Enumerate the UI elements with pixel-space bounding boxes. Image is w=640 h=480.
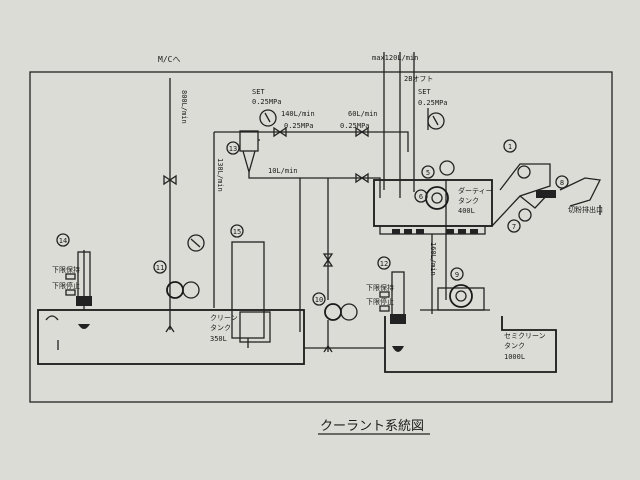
marker-9 xyxy=(450,267,464,281)
flow-130-label: 130L/min xyxy=(216,158,224,192)
semi-tank-label-3: 1000L xyxy=(504,353,525,361)
valve-140 xyxy=(273,126,287,138)
flow-140-label: 140L/min xyxy=(281,110,315,118)
flow-60-label: 60L/min xyxy=(348,110,378,118)
marker-13 xyxy=(226,141,240,155)
set-right-pressure: 0.25MPa xyxy=(418,99,448,107)
clean-tank-label-3: 350L xyxy=(210,335,227,343)
semi-clean-tank xyxy=(384,316,557,373)
clean-tank-label-2: タンク xyxy=(210,323,231,332)
dirty-tank-label-2: タンク xyxy=(458,196,479,205)
motor-10 xyxy=(340,303,358,321)
mc-label: M/Cへ xyxy=(158,55,180,64)
gauge-set-left xyxy=(259,109,277,127)
marker-9-label: 9 xyxy=(455,271,459,279)
flow-800-label: 800L/min xyxy=(180,90,188,124)
marker-10 xyxy=(312,292,326,306)
marker-6-label: 6 xyxy=(419,193,423,201)
motor-5 xyxy=(439,160,455,176)
semi-tank-label-2: タンク xyxy=(504,341,525,350)
valve-left xyxy=(163,174,177,186)
flow-160-label: 160L/min xyxy=(429,242,437,276)
marker-5-label: 5 xyxy=(426,169,430,177)
marker-7-label: 7 xyxy=(512,223,516,231)
valve-10 xyxy=(355,172,369,184)
marker-1-label: 1 xyxy=(508,143,512,151)
marker-1 xyxy=(503,139,517,153)
pressure-140-label: 0.25MPa xyxy=(284,122,314,130)
valve-pump10 xyxy=(322,253,334,267)
pressure-60-label: 0.25MPa xyxy=(340,122,370,130)
level-switch-right xyxy=(391,271,405,319)
set-right-label: SET xyxy=(418,88,431,96)
pump-5 xyxy=(425,186,449,210)
chip-outlet-label: 切粉排出口 xyxy=(568,205,603,214)
marker-8-label: 8 xyxy=(560,179,564,187)
max120-label: max120L/min xyxy=(372,54,418,62)
motor-11 xyxy=(182,281,200,299)
marker-8 xyxy=(555,175,569,189)
clean-tank-label-1: クリーン xyxy=(210,314,238,322)
chip-conveyor xyxy=(491,163,551,227)
marker-11-label: 11 xyxy=(156,264,164,272)
cyclone-filter xyxy=(239,130,259,152)
outer-frame xyxy=(29,71,613,403)
clean-tank xyxy=(37,309,305,365)
marker-15-label: 15 xyxy=(233,228,241,236)
marker-10-label: 10 xyxy=(315,296,323,304)
dirty-tank-label-3: 400L xyxy=(458,207,475,215)
set-left-pressure: 0.25MPa xyxy=(252,98,282,106)
semi-tank-label-1: セミクリーン xyxy=(504,332,546,340)
gauge-set-right xyxy=(427,112,445,130)
diagram-title: クーラント系統図 xyxy=(320,419,424,434)
lower-hold-right-label: 下限保持 xyxy=(366,283,394,292)
set-left-label: SET xyxy=(252,88,265,96)
marker-5 xyxy=(421,165,435,179)
marker-12-label: 12 xyxy=(380,260,388,268)
marker-14 xyxy=(56,233,70,247)
marker-12 xyxy=(377,256,391,270)
marker-11 xyxy=(153,260,167,274)
tank-15 xyxy=(231,241,265,339)
lower-limit-left-label: 下限停止 xyxy=(52,281,80,290)
marker-14-label: 14 xyxy=(59,237,67,245)
marker-7 xyxy=(507,219,521,233)
float-right xyxy=(392,346,404,352)
flow-10-label: 10L/min xyxy=(268,167,298,175)
pump-10 xyxy=(324,303,342,321)
gauge-left xyxy=(187,234,205,252)
dirty-tank-label-1: ダーティー xyxy=(458,186,493,195)
b2-out-label: 2Bオフト xyxy=(404,75,433,83)
marker-6 xyxy=(414,189,428,203)
motor-conveyor xyxy=(517,165,531,179)
lower-hold-left-label: 下限保持 xyxy=(52,265,80,274)
valve-60 xyxy=(355,126,369,138)
float-left xyxy=(78,324,90,329)
marker-15 xyxy=(230,224,244,238)
marker-13-label: 13 xyxy=(229,145,237,153)
lower-limit-right-label: 下限停止 xyxy=(366,297,394,306)
motor-7 xyxy=(518,208,532,222)
